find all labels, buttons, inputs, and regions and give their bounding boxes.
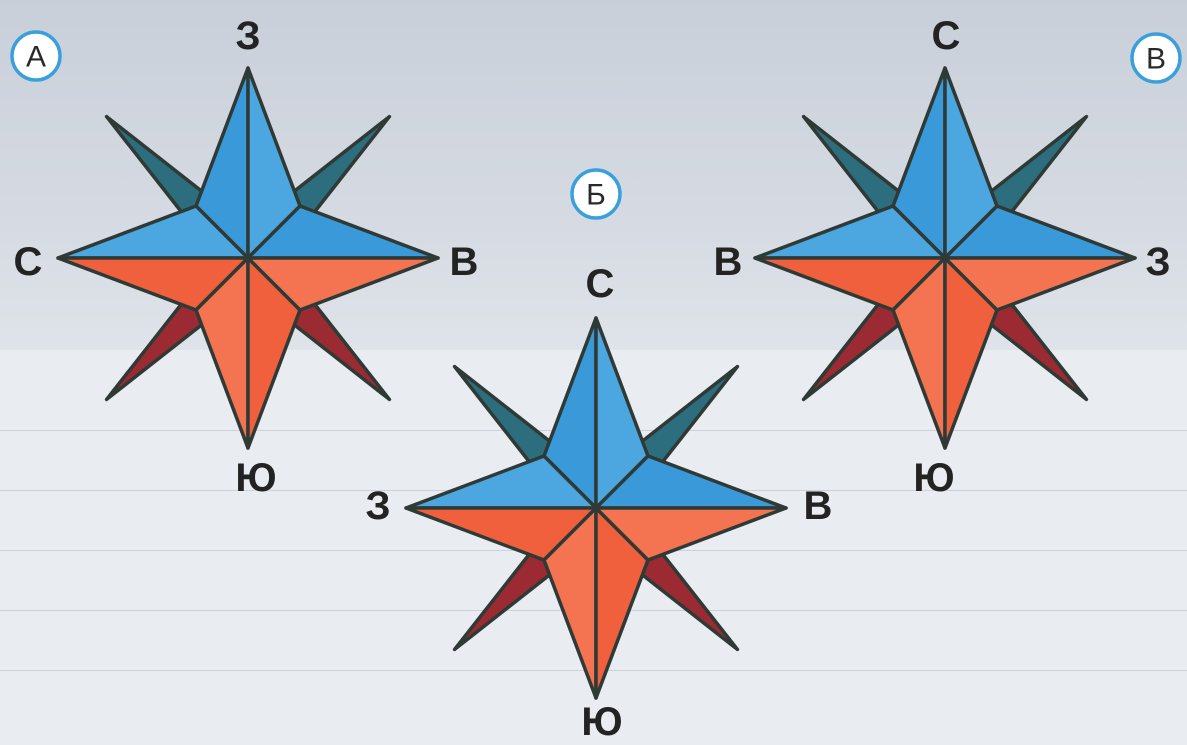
star-b-label-top: С	[586, 262, 615, 306]
star-c-label-bottom: Ю	[913, 456, 954, 500]
star-a-label-right: В	[450, 240, 479, 284]
star-c-label-left: В	[714, 240, 743, 284]
star-a-label-top: З	[235, 14, 260, 58]
star-a-label-left: С	[14, 240, 43, 284]
star-a-badge-letter: А	[26, 41, 46, 74]
star-c-badge-letter: В	[1146, 43, 1166, 76]
star-b-label-right: В	[804, 484, 833, 528]
star-b-badge-letter: Б	[586, 179, 606, 212]
star-b-badge: Б	[572, 170, 620, 218]
compass-star-a: А З Ю С В	[12, 14, 478, 500]
star-c-badge: В	[1132, 34, 1180, 82]
star-b-shape	[406, 318, 786, 698]
star-b-label-bottom: Ю	[581, 700, 622, 744]
star-c-shape	[755, 68, 1135, 448]
compass-star-c: В С Ю В З	[714, 14, 1180, 500]
star-a-shape	[58, 68, 438, 448]
star-a-badge: А	[12, 32, 60, 80]
star-b-label-left: З	[365, 484, 390, 528]
star-c-label-right: З	[1145, 240, 1170, 284]
star-c-label-top: С	[932, 14, 961, 58]
star-a-label-bottom: Ю	[235, 456, 276, 500]
